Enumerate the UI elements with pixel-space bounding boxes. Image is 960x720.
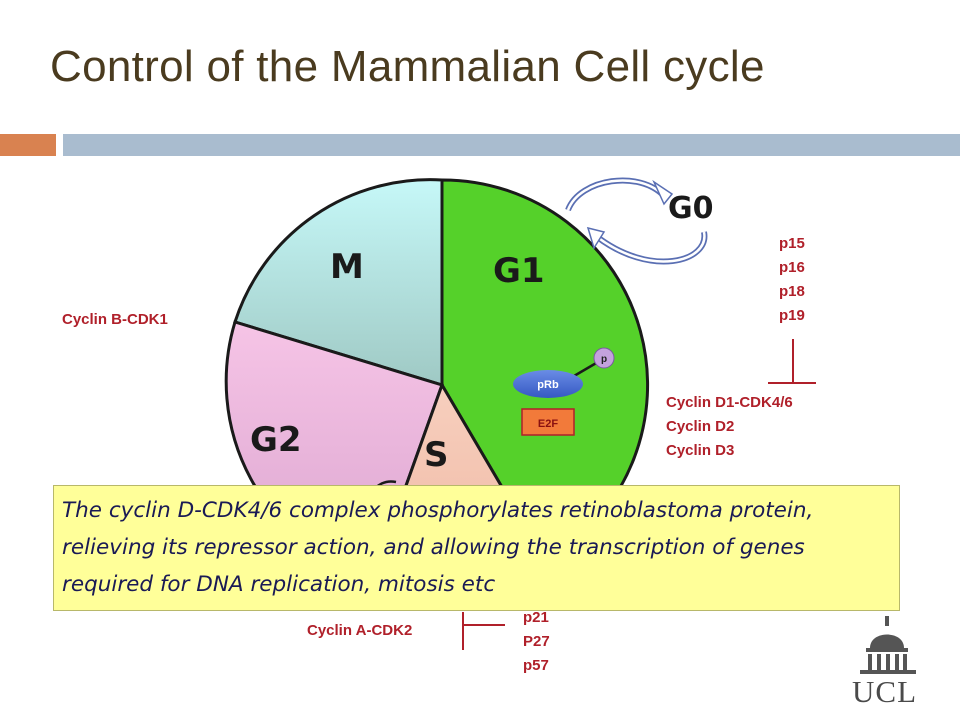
title-divider-bar (63, 134, 960, 156)
phase-label-g2: G2 (250, 420, 302, 460)
inhibitor-p18: p18 (779, 283, 805, 300)
s-inhibition-bar (462, 612, 464, 650)
inhibitor-p57: p57 (523, 657, 549, 674)
phase-label-m: M (330, 247, 364, 287)
circular-arrow-icon (565, 177, 708, 265)
callout-text: The cyclin D-CDK4/6 complex phosphorylat… (62, 498, 814, 597)
inhibitor-p21: p21 (523, 609, 549, 626)
title-accent-bar (0, 134, 56, 156)
phosphate-label: p (601, 354, 607, 365)
cyclin-d2-label: Cyclin D2 (666, 418, 735, 435)
s-inhibition-line (463, 624, 505, 626)
inhibitor-p19: p19 (779, 307, 805, 324)
g1-inhibitor-list: p15 p16 p18 p19 (779, 232, 805, 328)
e2f-label: E2F (538, 418, 558, 430)
cyclin-a-label: Cyclin A-CDK2 (307, 622, 413, 639)
callout-box: The cyclin D-CDK4/6 complex phosphorylat… (53, 485, 900, 611)
g1-inhibition-line (792, 339, 794, 383)
m-segment (233, 178, 444, 388)
phosphate-bond (573, 360, 599, 378)
ucl-dome-logo: UCL (848, 616, 928, 709)
s-inhibitor-list: p21 P27 p57 (523, 606, 550, 678)
g0-label: G0 (668, 191, 714, 226)
g1-inhibition-bar (768, 382, 816, 384)
inhibitor-p15: p15 (779, 235, 805, 252)
cyclin-b-label: Cyclin B-CDK1 (62, 311, 168, 328)
prb-protein (513, 370, 583, 398)
prb-label: pRb (537, 379, 559, 391)
phase-label-s: S (424, 435, 449, 475)
slide-title: Control of the Mammalian Cell cycle (50, 42, 765, 91)
cyclin-d1-label: Cyclin D1-CDK4/6 (666, 394, 793, 411)
cyclin-d3-label: Cyclin D3 (666, 442, 735, 459)
e2f-box (521, 408, 575, 436)
ucl-logo-text: UCL (852, 674, 917, 709)
phosphate-circle (593, 347, 615, 369)
inhibitor-p27: P27 (523, 633, 550, 650)
dome-icon (860, 616, 916, 674)
phase-label-g1: G1 (493, 251, 545, 291)
cyclin-d-list: Cyclin D1-CDK4/6 Cyclin D2 Cyclin D3 (666, 391, 793, 463)
inhibitor-p16: p16 (779, 259, 805, 276)
